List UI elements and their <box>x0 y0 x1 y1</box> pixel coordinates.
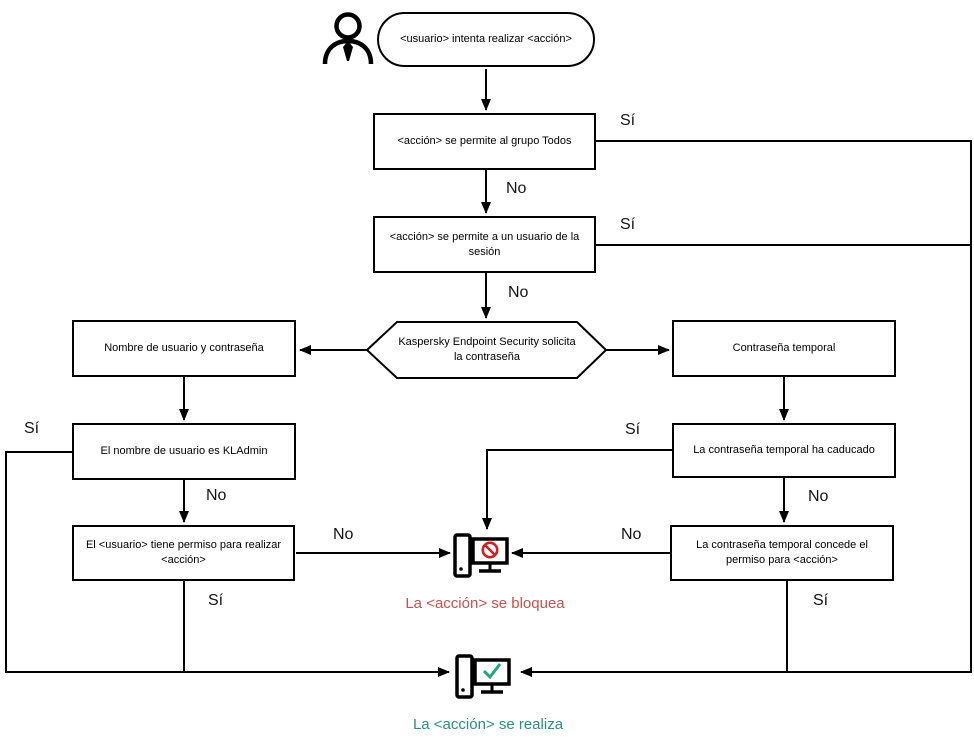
prohibition-icon <box>481 541 499 559</box>
label-yes-allow-session: Sí <box>620 216 636 233</box>
label-no-permission: No <box>333 526 354 543</box>
edge-kladmin-yes-to-performed <box>5 451 450 677</box>
person-icon <box>322 12 374 65</box>
label-no-allow-session: No <box>508 284 529 301</box>
label-yes-expired: Sí <box>625 421 641 438</box>
node-prompt-password: Kaspersky Endpoint Security solicita la … <box>398 336 576 363</box>
label-yes-allow-all: Sí <box>620 112 636 129</box>
label-no-grants: No <box>621 526 642 543</box>
decision-hexagon-shape <box>365 321 608 379</box>
node-allow-session: <acción> se permite a un usuario de la s… <box>373 216 596 273</box>
node-username-password: Nombre de usuario y contraseña <box>72 320 296 377</box>
label-yes-permission: Sí <box>208 592 224 609</box>
blocked-caption: La <acción> se bloquea <box>405 595 565 612</box>
computer-blocked-icon <box>453 533 509 578</box>
computer-success-icon <box>455 654 511 699</box>
checkmark-icon <box>482 663 502 680</box>
label-no-expired: No <box>808 488 829 505</box>
node-start: <usuario> intenta realizar <acción> <box>377 12 595 67</box>
performed-caption: La <acción> se realiza <box>412 716 564 733</box>
node-temp-password-expired: La contraseña temporal ha caducado <box>672 423 896 478</box>
edge-allow-all-yes-to-performed <box>520 140 972 677</box>
label-yes-kladmin: Sí <box>24 420 40 437</box>
label-no-kladmin: No <box>206 487 227 504</box>
node-user-has-permission: El <usuario> tiene permiso para realizar… <box>72 525 295 581</box>
node-temporary-password: Contraseña temporal <box>672 320 896 377</box>
node-temp-password-grants: La contraseña temporal concede el permis… <box>670 525 894 581</box>
node-allow-all: <acción> se permite al grupo Todos <box>373 113 596 170</box>
node-is-kladmin: El nombre de usuario es KLAdmin <box>72 423 296 480</box>
edge-expired-yes-to-blocked <box>482 449 672 530</box>
label-no-allow-all: No <box>506 180 527 197</box>
label-yes-grants: Sí <box>813 592 829 609</box>
